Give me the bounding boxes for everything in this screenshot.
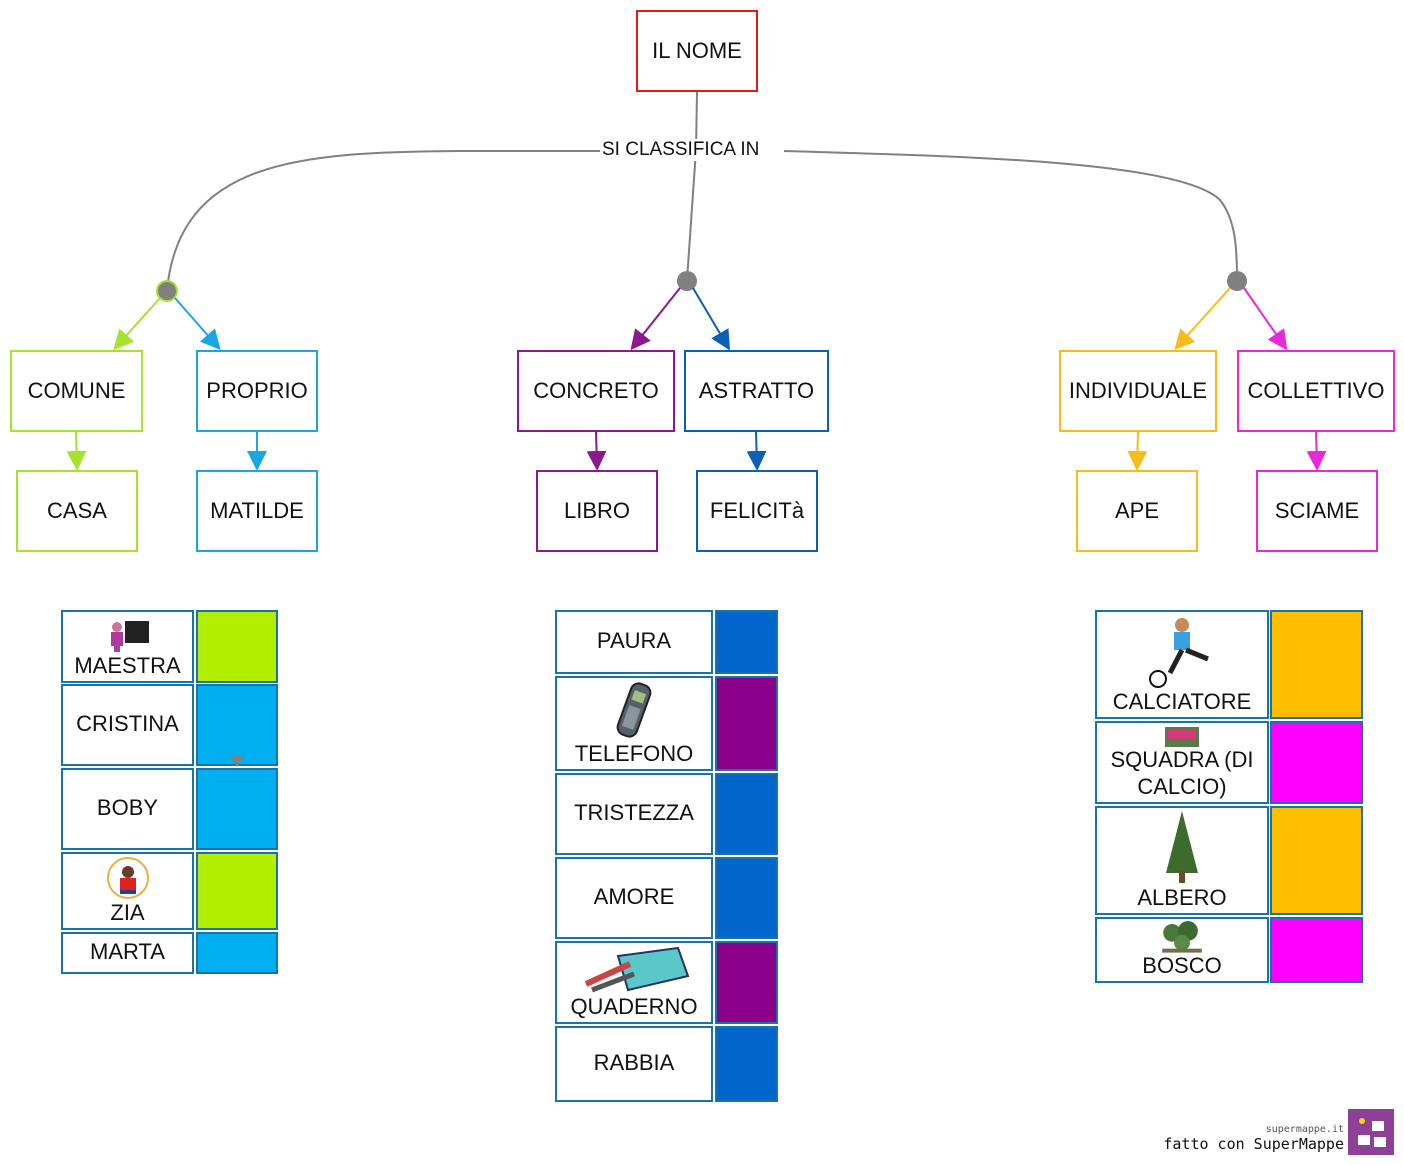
node-proprio[interactable]: PROPRIO: [196, 350, 318, 432]
table-row-label: AMORE: [593, 883, 675, 909]
color-swatch[interactable]: [715, 610, 778, 674]
color-swatch[interactable]: [1270, 610, 1363, 719]
table-row-maestra[interactable]: MAESTRA: [61, 610, 194, 683]
table-row-label: QUADERNO: [570, 993, 698, 1019]
table-row-albero[interactable]: ALBERO: [1095, 806, 1269, 915]
table-row-marta[interactable]: MARTA: [61, 932, 194, 974]
node-example-felicita[interactable]: FELICITà: [696, 470, 818, 552]
table-row-telefono[interactable]: TELEFONO: [555, 676, 713, 771]
footer-site[interactable]: supermappe.it: [1265, 1124, 1344, 1135]
soccer-player-icon: [1149, 617, 1209, 688]
node-example-matilde[interactable]: MATILDE: [196, 470, 318, 552]
table-row-label: CRISTINA: [76, 710, 179, 736]
color-swatch[interactable]: [1270, 806, 1363, 915]
color-swatch[interactable]: [715, 676, 778, 771]
table-row-boby[interactable]: BOBY: [61, 768, 194, 850]
table-row-calciatore[interactable]: CALCIATORE: [1095, 610, 1269, 719]
table-row-quaderno[interactable]: QUADERNO: [555, 941, 713, 1024]
table-row-cristina[interactable]: CRISTINA: [61, 684, 194, 766]
color-swatch[interactable]: [196, 932, 278, 974]
color-swatch[interactable]: [715, 1026, 778, 1102]
table-row-label: ALBERO: [1137, 884, 1227, 910]
footer-credit: supermappe.it fatto con SuperMappe: [1163, 1124, 1344, 1153]
table-row-label: PAURA: [596, 627, 672, 653]
forest-icon: [1162, 920, 1202, 953]
phone-icon: [616, 682, 652, 738]
table-row-zia[interactable]: ZIA: [61, 852, 194, 930]
root-node[interactable]: IL NOME: [636, 10, 758, 92]
table-row-label: MAESTRA: [74, 652, 181, 678]
color-swatch[interactable]: [196, 852, 278, 930]
table-row-tristezza[interactable]: TRISTEZZA: [555, 773, 713, 855]
table-row-label: TELEFONO: [574, 740, 694, 766]
color-swatch[interactable]: [196, 684, 278, 766]
table-row-squadra[interactable]: SQUADRA (DI CALCIO): [1095, 721, 1269, 804]
table-row-amore[interactable]: AMORE: [555, 857, 713, 939]
team-photo-icon: [1165, 727, 1199, 748]
table-row-bosco[interactable]: BOSCO: [1095, 917, 1269, 983]
node-individuale[interactable]: INDIVIDUALE: [1059, 350, 1217, 432]
node-comune[interactable]: COMUNE: [10, 350, 143, 432]
tree-icon: [1166, 810, 1198, 883]
notebook-icon: [584, 946, 690, 992]
table-row-paura[interactable]: PAURA: [555, 610, 713, 674]
color-swatch[interactable]: [196, 610, 278, 683]
table-row-label: ZIA: [110, 899, 145, 925]
node-example-ape[interactable]: APE: [1076, 470, 1198, 552]
table-row-label: RABBIA: [593, 1049, 675, 1075]
node-collettivo[interactable]: COLLETTIVO: [1237, 350, 1395, 432]
node-astratto[interactable]: ASTRATTO: [684, 350, 829, 432]
color-swatch[interactable]: [715, 857, 778, 939]
supermappe-logo-icon[interactable]: [1348, 1109, 1394, 1155]
link-label: SI CLASSIFICA IN: [600, 139, 762, 161]
node-example-casa[interactable]: CASA: [16, 470, 138, 552]
table-row-rabbia[interactable]: RABBIA: [555, 1026, 713, 1102]
color-swatch[interactable]: [196, 768, 278, 850]
node-example-sciame[interactable]: SCIAME: [1256, 470, 1378, 552]
table-row-label: CALCIATORE: [1112, 688, 1252, 714]
collapse-arrow-icon[interactable]: [230, 755, 244, 767]
aunt-icon: [106, 856, 149, 899]
color-swatch[interactable]: [1270, 917, 1363, 983]
node-concreto[interactable]: CONCRETO: [517, 350, 675, 432]
table-row-label: BOBY: [96, 794, 159, 820]
teacher-icon: [110, 620, 149, 652]
footer-made-with: fatto con SuperMappe: [1163, 1135, 1344, 1153]
node-example-libro[interactable]: LIBRO: [536, 470, 658, 552]
table-row-label: MARTA: [90, 938, 165, 964]
color-swatch[interactable]: [1270, 721, 1363, 804]
table-row-label: BOSCO: [1142, 952, 1222, 978]
color-swatch[interactable]: [715, 773, 778, 855]
table-row-label: SQUADRA (DI CALCIO): [1110, 747, 1254, 799]
table-row-label: TRISTEZZA: [574, 799, 694, 825]
color-swatch[interactable]: [715, 941, 778, 1024]
